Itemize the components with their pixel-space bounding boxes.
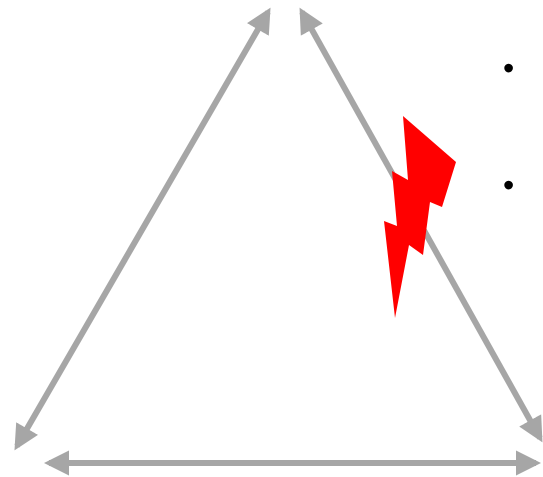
bullet-marker: • — [503, 167, 514, 203]
left-double-arrow — [14, 7, 271, 451]
lightning-bolt-icon — [384, 116, 456, 318]
bullet-marker: • — [503, 50, 514, 86]
